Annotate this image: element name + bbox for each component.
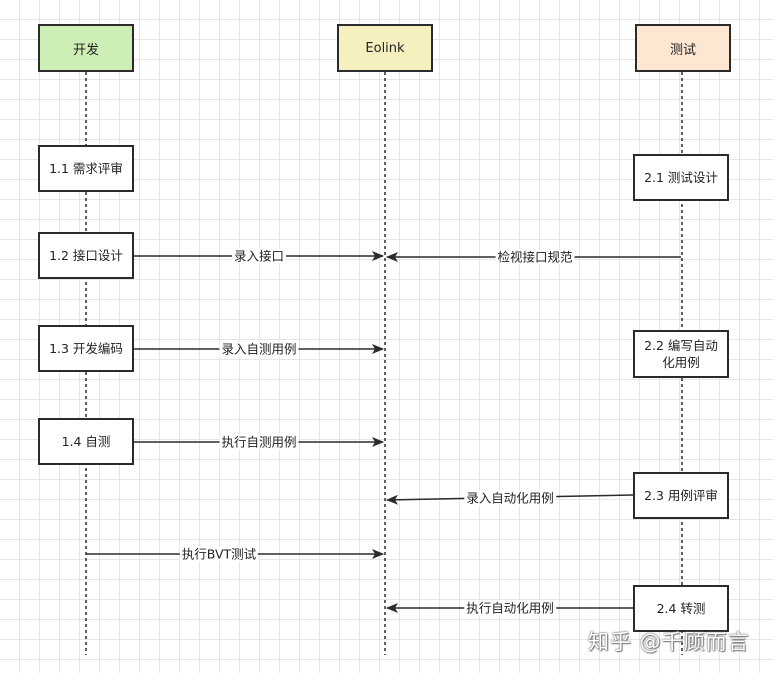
test-step-label: 2.2 编写自动化用例	[644, 338, 718, 370]
dev-step-interface-design: 1.2 接口设计	[38, 232, 134, 279]
message-label: 录入接口	[231, 248, 287, 264]
message-label: 检视接口规范	[495, 249, 575, 265]
message-label: 执行自动化用例	[464, 600, 556, 616]
participant-eolink: Eolink	[337, 24, 433, 72]
test-step-case-review: 2.3 用例评审	[633, 472, 729, 519]
test-step-write-auto-cases: 2.2 编写自动化用例	[633, 330, 729, 378]
participant-dev: 开发	[38, 24, 134, 72]
dev-step-label: 1.2 接口设计	[49, 248, 123, 263]
message-label: 录入自测用例	[219, 341, 299, 357]
test-step-label: 2.1 测试设计	[644, 170, 718, 185]
dev-step-coding: 1.3 开发编码	[38, 325, 134, 372]
dev-step-label: 1.4 自测	[61, 434, 111, 449]
participant-eolink-label: Eolink	[365, 40, 405, 56]
watermark: 知乎 @千顾而言	[588, 630, 750, 654]
dev-step-requirements-review: 1.1 需求评审	[38, 145, 134, 192]
dev-step-self-test: 1.4 自测	[38, 418, 134, 465]
dev-step-label: 1.1 需求评审	[49, 161, 123, 176]
message-label: 录入自动化用例	[464, 490, 556, 506]
test-step-label: 2.4 转测	[656, 601, 706, 616]
message-label: 执行自测用例	[219, 434, 299, 450]
test-step-label: 2.3 用例评审	[644, 488, 718, 503]
test-step-test-design: 2.1 测试设计	[633, 154, 729, 201]
dev-step-label: 1.3 开发编码	[49, 341, 123, 356]
participant-dev-label: 开发	[72, 42, 99, 58]
participant-test-label: 测试	[669, 42, 696, 58]
participant-test: 测试	[635, 24, 731, 72]
message-label: 执行BVT测试	[179, 546, 259, 562]
test-step-handover: 2.4 转测	[633, 585, 729, 632]
